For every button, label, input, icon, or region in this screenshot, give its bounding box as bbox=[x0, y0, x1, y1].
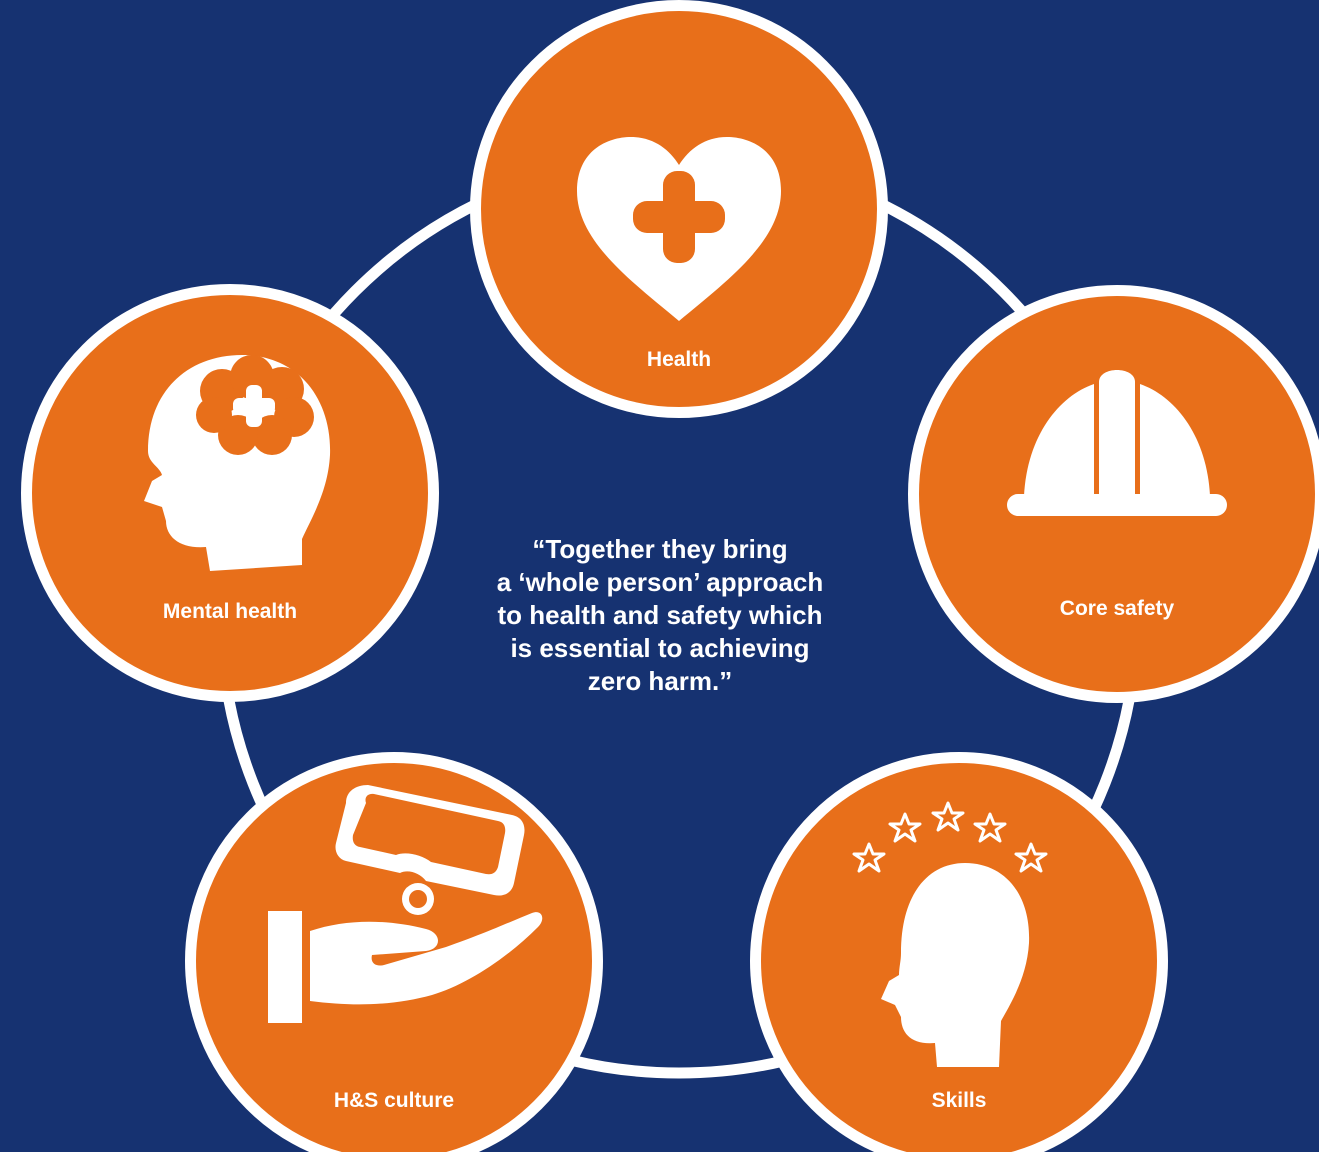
node-health: Health bbox=[470, 0, 888, 418]
node-mental-health: Mental health bbox=[21, 284, 439, 702]
hand-goggles-icon bbox=[268, 785, 543, 1023]
node-skills: Skills bbox=[750, 752, 1168, 1152]
node-label-health: Health bbox=[646, 348, 712, 371]
head-stars-icon bbox=[852, 801, 1048, 1067]
safety-goggles-icon bbox=[335, 785, 525, 915]
node-label-mental-health: Mental health bbox=[162, 600, 298, 623]
heart-plus-icon bbox=[577, 137, 781, 321]
node-label-hs-culture: H&S culture bbox=[333, 1089, 455, 1112]
head-brain-icon bbox=[144, 355, 331, 571]
node-label-skills: Skills bbox=[931, 1089, 987, 1112]
node-core-safety: Core safety bbox=[908, 285, 1319, 703]
open-hand-icon bbox=[268, 911, 543, 1023]
node-label-core-safety: Core safety bbox=[1059, 597, 1175, 620]
node-hs-culture: H&S culture bbox=[185, 752, 603, 1152]
center-quote: “Together they bring a ‘whole person’ ap… bbox=[496, 534, 824, 696]
hard-hat-icon bbox=[1007, 370, 1227, 516]
